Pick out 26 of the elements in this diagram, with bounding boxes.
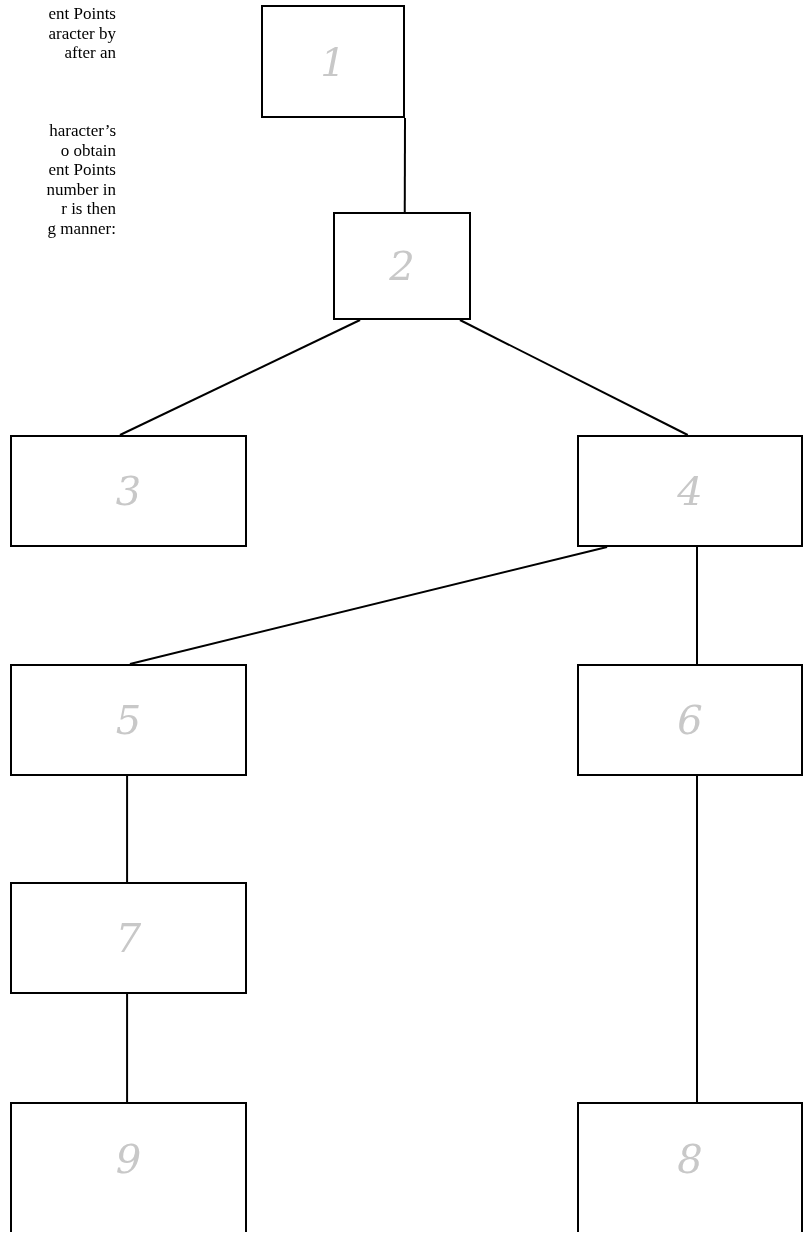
text-line: aracter by: [48, 23, 116, 44]
tree-box: [10, 664, 247, 776]
text-line: r is then: [61, 199, 116, 219]
connector-line: [458, 319, 689, 436]
text-line: after an: [64, 43, 116, 63]
tree-box: [577, 435, 803, 547]
connector-line: [128, 546, 609, 665]
text-line: g manner:: [47, 218, 116, 239]
text-line: o obtain: [60, 140, 116, 161]
connector-line: [126, 775, 129, 883]
connector-line: [403, 117, 406, 213]
tree-box: [333, 212, 471, 320]
text-line: ent Points: [48, 160, 116, 180]
connector-line: [696, 546, 698, 665]
tree-box: [10, 435, 247, 547]
tree-box: [261, 5, 405, 118]
text-line: ent Points: [48, 4, 116, 24]
tree-box: [10, 1102, 247, 1232]
tree-box: [10, 882, 247, 994]
text-line: haracter’s: [49, 121, 116, 141]
tree-box: [577, 664, 803, 776]
text-line: number in: [46, 179, 116, 200]
connector-line: [696, 775, 698, 1103]
tree-box: [577, 1102, 803, 1232]
connector-line: [126, 993, 129, 1103]
connector-line: [118, 319, 362, 436]
